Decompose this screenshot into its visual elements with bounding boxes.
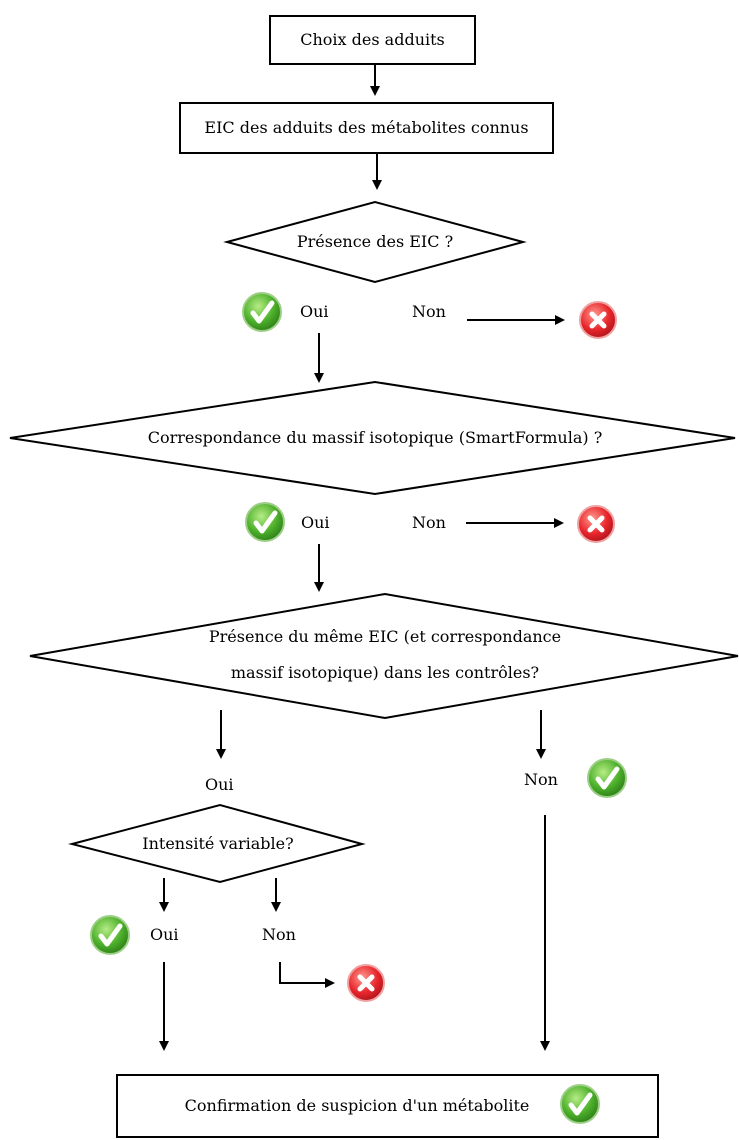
label-confirmation: Confirmation de suspicion d'un métabolit… (184, 1096, 530, 1115)
box-eic-adduits (179, 102, 554, 154)
label-oui-4: Oui (150, 925, 179, 944)
label-controles-line1: Présence du même EIC (et correspondance (208, 627, 562, 646)
label-intensite-variable: Intensité variable? (142, 834, 294, 853)
decision-presence-eic (223, 200, 527, 284)
label-non-1: Non (412, 302, 446, 321)
label-non-3: Non (524, 770, 558, 789)
label-presence-eic: Présence des EIC ? (296, 232, 454, 251)
red-cross-icon (578, 506, 614, 542)
label-controles-line2: massif isotopique) dans les contrôles? (230, 663, 540, 682)
green-check-icon (91, 916, 129, 954)
decision-massif-isotopique (9, 380, 736, 496)
green-check-icon (588, 759, 626, 797)
label-eic-adduits: EIC des adduits des métabolites connus (204, 118, 529, 137)
green-check-icon (243, 293, 281, 331)
label-non-4: Non (262, 925, 296, 944)
label-oui-2: Oui (301, 513, 330, 532)
arrow-non-to-cross-3 (279, 962, 335, 988)
box-choix-des-adduits (269, 15, 476, 65)
decision-intensite (68, 803, 366, 884)
label-oui-1: Oui (300, 302, 329, 321)
label-choix-des-adduits: Choix des adduits (300, 30, 445, 49)
green-check-icon (246, 503, 284, 541)
label-non-2: Non (412, 513, 446, 532)
label-massif-isotopique: Correspondance du massif isotopique (Sma… (147, 428, 603, 447)
red-cross-icon (348, 965, 384, 1001)
decision-controles (29, 592, 739, 720)
label-oui-3: Oui (205, 775, 234, 794)
red-cross-icon (580, 302, 616, 338)
